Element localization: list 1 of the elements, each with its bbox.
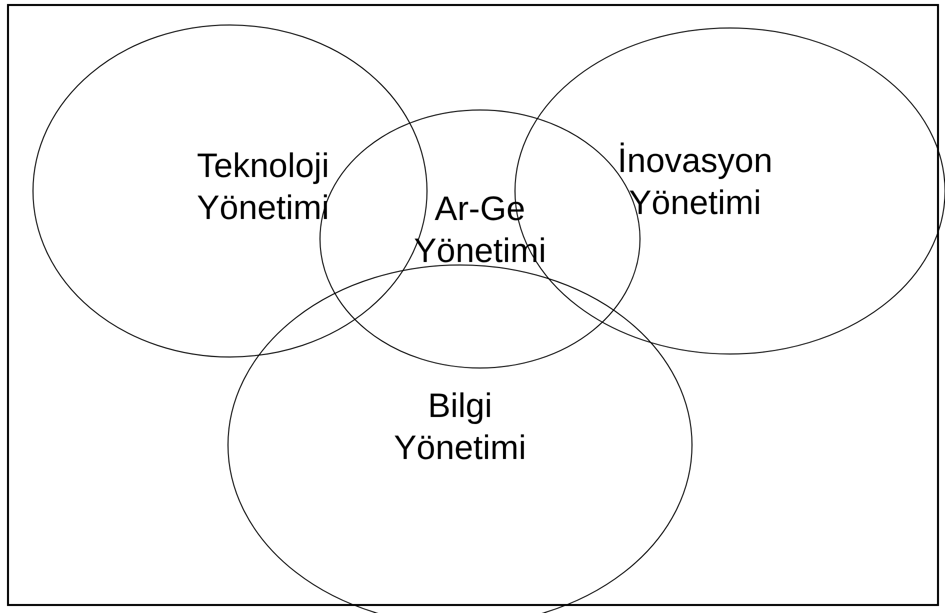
ellipse-label: Bilgi Yönetimi	[392, 386, 528, 469]
